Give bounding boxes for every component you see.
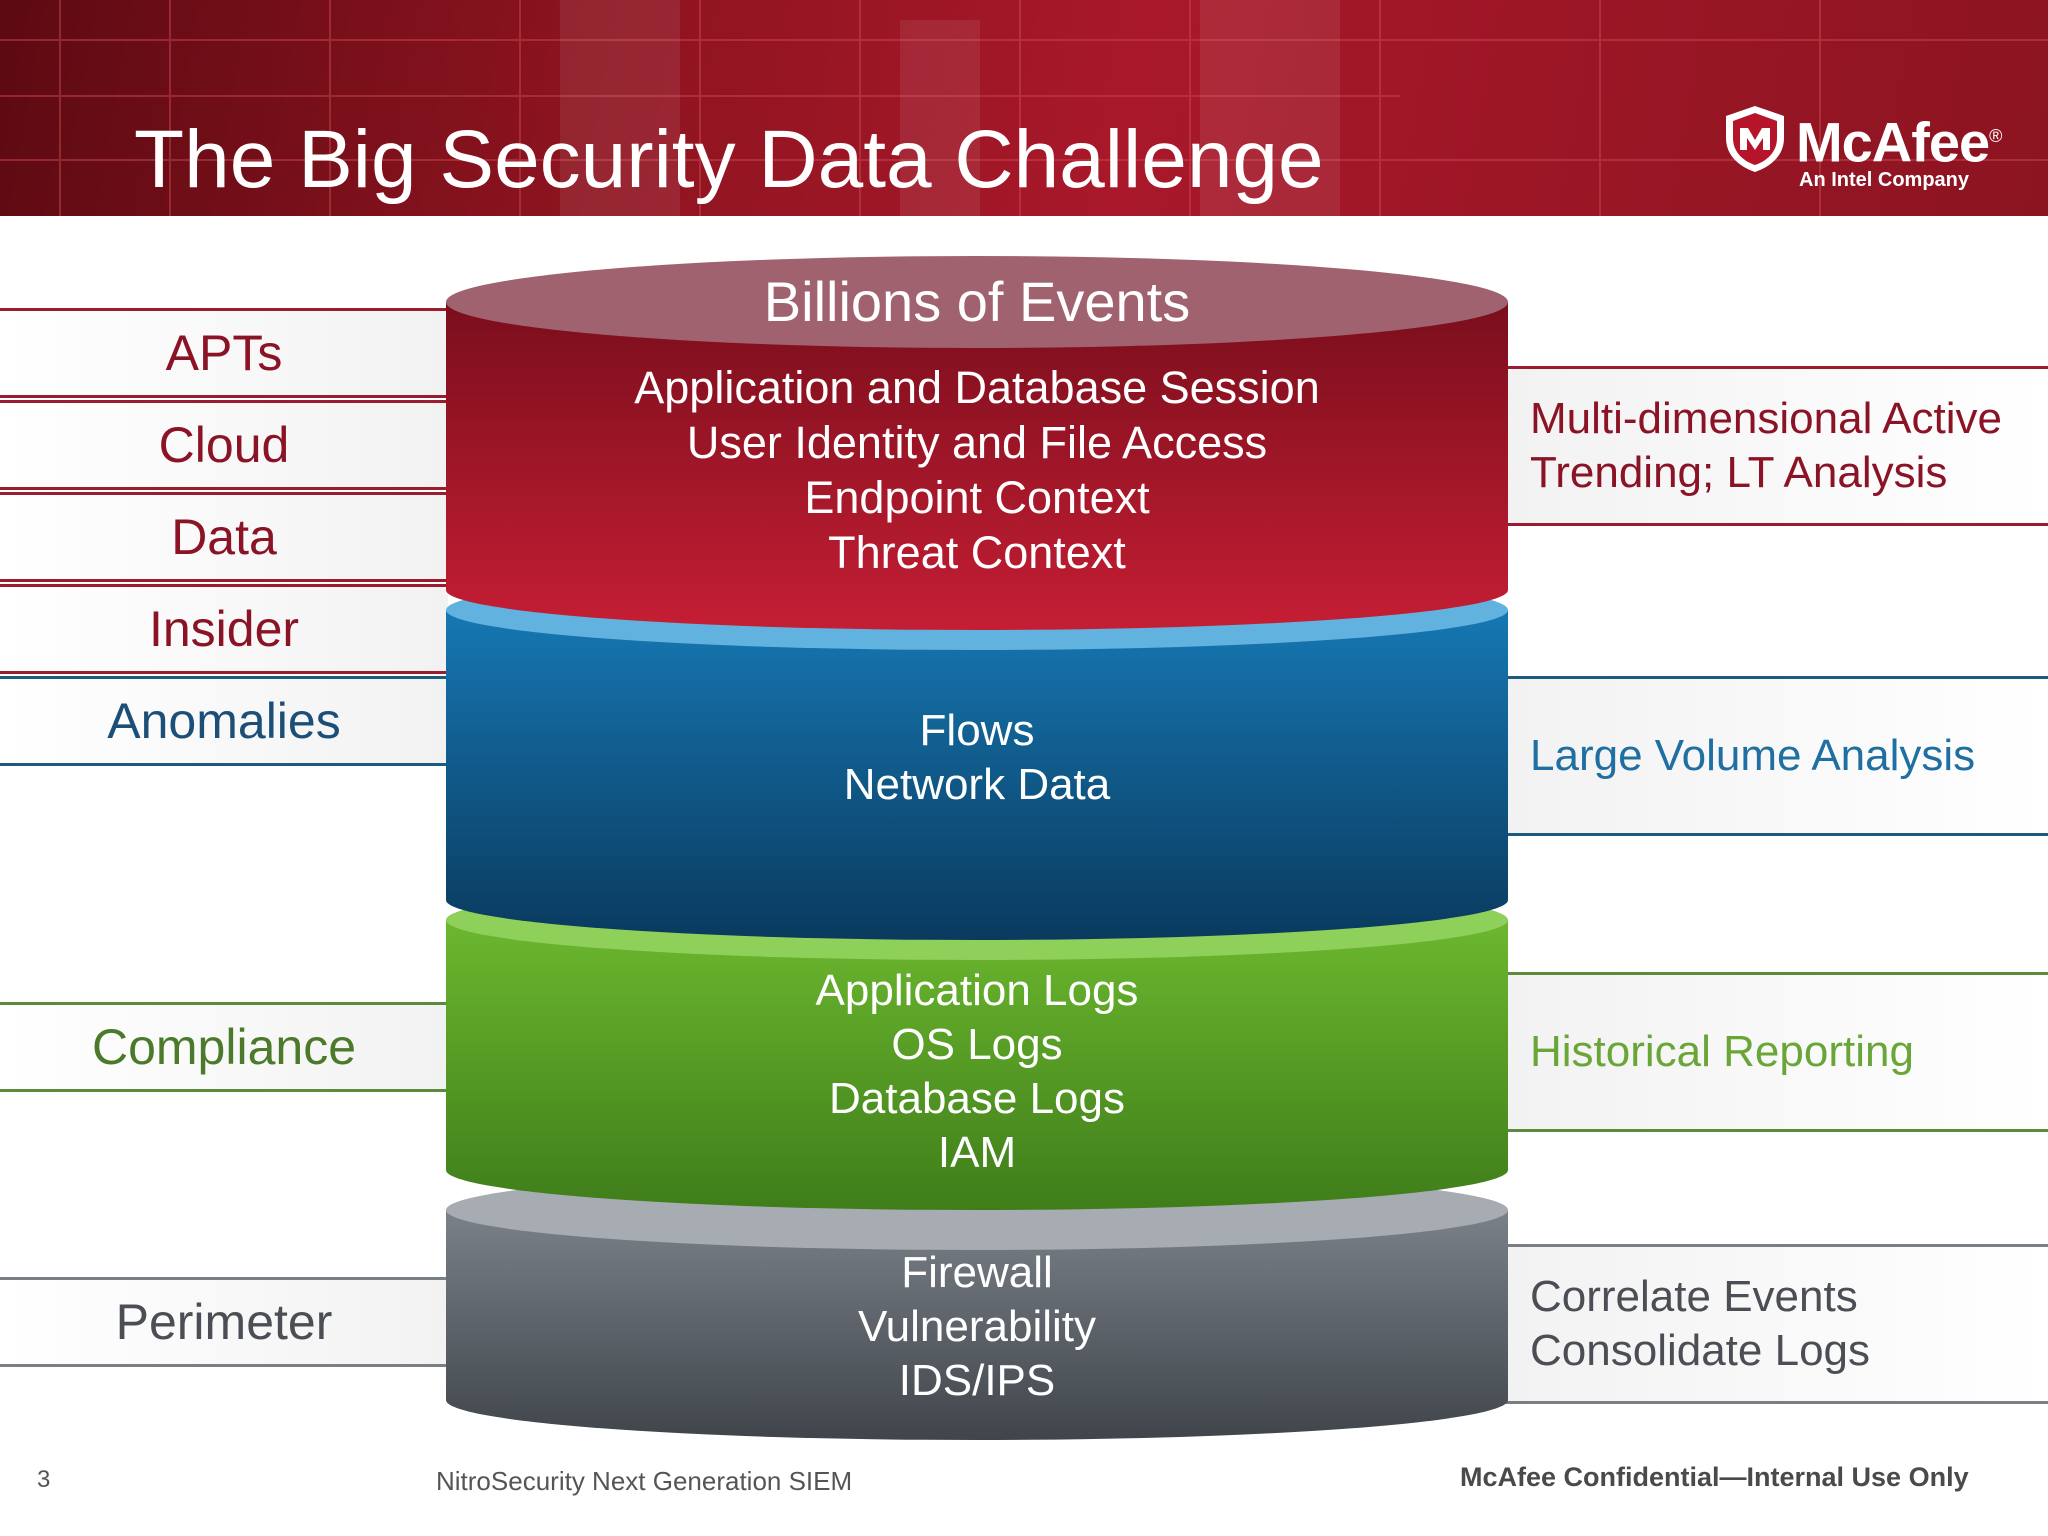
left-label-anomalies: Anomalies	[0, 676, 448, 766]
left-label-text: Cloud	[158, 417, 290, 473]
tier-line: Application Logs	[815, 966, 1139, 1015]
right-label-line: Large Volume Analysis	[1530, 731, 1976, 780]
tier-line: Vulnerability	[857, 1302, 1097, 1351]
left-label-text: Data	[171, 509, 277, 565]
right-label-line: Correlate Events	[1530, 1272, 1858, 1321]
right-label-trending: Multi-dimensional Active Trending; LT An…	[1505, 366, 2048, 526]
left-label-insider: Insider	[0, 584, 448, 674]
tier-red-text: Application and Database Session User Id…	[446, 360, 1508, 580]
mcafee-shield-icon	[1726, 106, 1784, 172]
left-label-text: Anomalies	[107, 693, 341, 749]
right-label-line: Historical Reporting	[1530, 1027, 1914, 1076]
right-label-correlate: Correlate Events Consolidate Logs	[1505, 1244, 2048, 1404]
left-label-compliance: Compliance	[0, 1002, 448, 1092]
left-label-data: Data	[0, 492, 448, 582]
right-label-large-volume: Large Volume Analysis	[1505, 676, 2048, 836]
tier-line: IAM	[937, 1128, 1017, 1177]
footer-confidential: McAfee Confidential—Internal Use Only	[1460, 1462, 1969, 1492]
tier-line: Threat Context	[828, 527, 1126, 578]
tier-line: Endpoint Context	[804, 472, 1150, 523]
left-label-text: Insider	[148, 601, 300, 657]
cylinder-cap-title: Billions of Events	[763, 270, 1191, 333]
tier-red	[446, 256, 1508, 630]
header-grid-pattern	[0, 0, 2048, 216]
footer-product: NitroSecurity Next Generation SIEM	[436, 1466, 853, 1496]
left-label-text: Compliance	[91, 1019, 356, 1075]
mcafee-logo: McAfee® An Intel Company	[1722, 104, 2012, 194]
tier-line: Database Logs	[829, 1074, 1125, 1123]
logo-brand-text: McAfee®	[1796, 110, 2002, 174]
right-label-line: Trending; LT Analysis	[1530, 448, 1948, 497]
slide-header: The Big Security Data Challenge McAfee® …	[0, 0, 2048, 216]
tier-line: Application and Database Session	[634, 362, 1320, 413]
left-label-text: Perimeter	[115, 1294, 333, 1350]
right-label-historical: Historical Reporting	[1505, 972, 2048, 1132]
left-label-apts: APTs	[0, 308, 448, 398]
data-cylinder-stack	[446, 256, 1508, 1440]
tier-blue-text: Flows Network Data	[446, 704, 1508, 812]
tier-line: Firewall	[901, 1248, 1053, 1297]
left-label-cloud: Cloud	[0, 400, 448, 490]
tier-line: Network Data	[843, 760, 1111, 809]
tier-line: IDS/IPS	[898, 1356, 1056, 1405]
right-label-line: Multi-dimensional Active	[1530, 394, 2002, 443]
slide-title: The Big Security Data Challenge	[134, 114, 1324, 205]
tier-line: Flows	[919, 706, 1035, 755]
tier-line: OS Logs	[891, 1020, 1063, 1069]
left-label-perimeter: Perimeter	[0, 1277, 448, 1367]
logo-tagline: An Intel Company	[1799, 169, 1970, 191]
left-label-text: APTs	[165, 325, 283, 381]
tier-line: User Identity and File Access	[686, 417, 1268, 468]
tier-gray-text: Firewall Vulnerability IDS/IPS	[446, 1246, 1508, 1408]
tier-green-text: Application Logs OS Logs Database Logs I…	[446, 964, 1508, 1180]
slide-number: 3	[37, 1466, 51, 1493]
right-label-line: Consolidate Logs	[1530, 1326, 1871, 1375]
